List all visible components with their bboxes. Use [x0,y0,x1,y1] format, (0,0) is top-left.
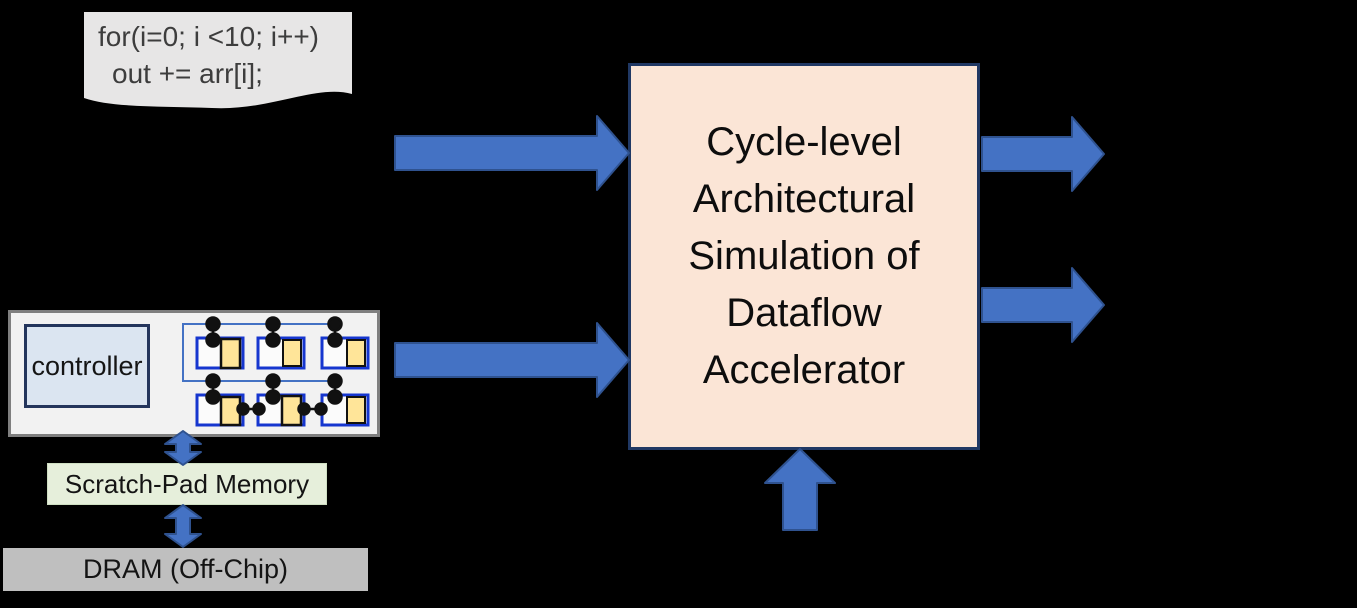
arrow-code-to-simulator [394,115,630,191]
arrow-simulator-output-bottom [981,267,1105,343]
dram-box: DRAM (Off-Chip) [3,548,368,591]
arrow-simulator-output-top [981,116,1105,192]
scratchpad-memory-box: Scratch-Pad Memory [47,463,327,505]
controller-label: controller [31,350,143,381]
scratchpad-label: Scratch-Pad Memory [64,468,310,499]
simulator-line-1: Cycle-level [706,120,902,164]
code-snippet-text: for(i=0; i <10; i++) out += arr[i]; [98,18,348,92]
arrow-input-bottom-up [764,448,836,531]
simulator-line-5: Accelerator [702,348,906,392]
simulator-line-2: Architectural [692,177,916,221]
dram-label: DRAM (Off-Chip) [82,554,289,584]
arrow-scratchpad-dram-bidirectional [164,504,202,548]
simulator-line-3: Simulation of [688,234,920,278]
code-line-2: out += arr[i]; [112,58,263,89]
arrow-chip-to-simulator [394,322,630,398]
code-line-1: for(i=0; i <10; i++) [98,21,320,52]
code-snippet-shape [84,12,352,109]
simulator-line-4: Dataflow [726,291,882,335]
wave-document-icon [84,12,352,109]
controller-box: controller [24,324,150,408]
simulator-box: Cycle-level Architectural Simulation of … [628,63,980,450]
